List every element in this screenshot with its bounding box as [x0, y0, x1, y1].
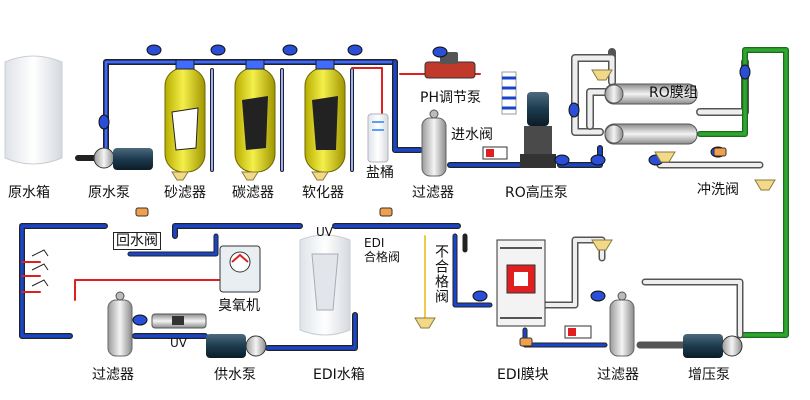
ph-dosing-pump: [424, 52, 476, 79]
edi-module: [496, 239, 546, 327]
label-uv-top: UV: [316, 225, 333, 239]
final-filter-vessel: [107, 291, 133, 357]
ro-high-pressure-pump: [520, 92, 556, 168]
ozone-generator: [219, 245, 261, 293]
pipe-brine: [351, 67, 383, 119]
outlet-taps: [31, 249, 49, 287]
label-ro-hp-pump: RO高压泵: [505, 185, 568, 201]
salt-barrel: [367, 113, 389, 163]
label-raw-tank: 原水箱: [8, 185, 50, 201]
label-flush-valve: 冲洗阀: [697, 182, 739, 198]
label-inlet-valve: 进水阀: [451, 127, 493, 143]
label-edi-ok-valve: EDI 合格阀: [364, 236, 401, 265]
label-raw-pump: 原水泵: [88, 185, 130, 201]
drain-funnels: [171, 69, 776, 329]
edi-valve-indicator: [564, 325, 592, 339]
label-carbon-filter: 碳滤器: [232, 185, 274, 201]
sand-filter-vessel: [164, 59, 206, 173]
label-ph-pump: PH调节泵: [420, 90, 481, 106]
label-ozone: 臭氧机: [218, 298, 260, 314]
ph-dosing-tank: [501, 71, 517, 115]
valve-cluster: [98, 44, 751, 326]
label-salt-tank: 盐桶: [366, 165, 394, 181]
raw-water-tank: [4, 55, 63, 165]
label-return-valve: 回水阀: [113, 232, 161, 250]
carbon-filter-vessel: [234, 59, 276, 173]
pre-filter-vessel: [421, 109, 447, 177]
raw-water-pump: [93, 147, 153, 170]
uv-sterilizer-bottom: [151, 313, 207, 329]
inlet-valve-indicator: [482, 146, 508, 160]
label-final-filter: 过滤器: [92, 367, 134, 383]
label-ro-membrane: RO膜组: [649, 85, 698, 101]
label-edi-module: EDI膜块: [497, 367, 549, 383]
supply-pump: [206, 334, 267, 358]
label-uv-bottom: UV: [170, 336, 187, 350]
label-edi-tank: EDI水箱: [313, 367, 365, 383]
label-softener: 软化器: [302, 185, 344, 201]
edi-feed-filter-vessel: [609, 291, 635, 357]
label-booster-pump: 增压泵: [688, 367, 730, 383]
label-edi-bad-valve: 不合格阀: [433, 244, 449, 304]
gate-valves: [135, 147, 727, 347]
edi-water-tank: [299, 234, 351, 336]
booster-pump: [683, 334, 743, 358]
label-sand-filter: 砂滤器: [164, 185, 206, 201]
label-prefilter: 过滤器: [412, 185, 454, 201]
ro-membrane-array: [604, 83, 698, 145]
softener-vessel: [304, 59, 346, 173]
label-edi-filter: 过滤器: [597, 367, 639, 383]
label-supply-pump: 供水泵: [214, 367, 256, 383]
